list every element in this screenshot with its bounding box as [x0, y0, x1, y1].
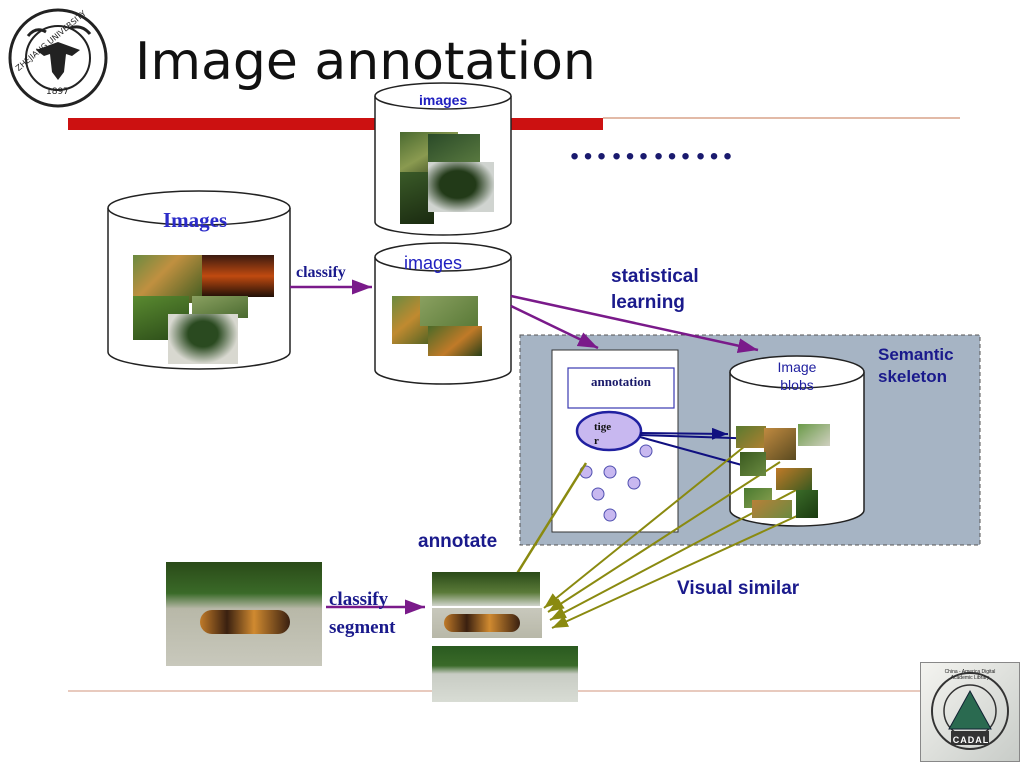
tiger-node [575, 410, 643, 452]
word-node [603, 508, 617, 522]
tiger-node-label: tige r [594, 421, 612, 447]
blob-tiger-5 [776, 468, 812, 490]
image-blobs-cylinder [729, 355, 865, 527]
blob-tiger-1 [736, 426, 766, 448]
photo-bonsai [168, 314, 238, 364]
zhejiang-university-logo: 1897 ZHEJIANG UNIVERSITY [6, 6, 110, 110]
segment-piece-1 [432, 572, 540, 606]
segment-piece-tiger [432, 608, 542, 638]
photo-tigers-grass [133, 255, 203, 303]
learning-arrow-to-annotation [510, 304, 599, 350]
cadal-logo: CADAL China - America Digital Academic L… [920, 662, 1020, 762]
similar-arrow-4 [551, 509, 811, 629]
photo-tigers-mid-3 [428, 326, 482, 356]
similar-arrow-2 [547, 461, 781, 613]
statistical-learning-label: statistical learning [611, 266, 699, 313]
blob-tiger-4 [740, 452, 766, 476]
annotation-box-label: annotation [591, 374, 651, 389]
photo-tigers-mid-2 [420, 296, 478, 326]
tiger-to-blob-arrow-1 [639, 427, 729, 440]
photo-sunset [202, 255, 274, 297]
slide-title: Image annotation [135, 32, 596, 92]
images-top-label: images [419, 92, 468, 108]
classify-edge-label: classify [296, 264, 346, 281]
cadal-emblem-icon [931, 672, 1009, 750]
blob-tiger-7 [752, 500, 792, 518]
cadal-text: CADAL [952, 735, 990, 745]
photo-meadow [192, 296, 248, 318]
blob-tiger-2 [764, 428, 796, 460]
photo-bonsai-top-2 [428, 134, 480, 164]
similar-arrow-1 [543, 441, 751, 609]
annotation-box [567, 367, 675, 409]
word-node [627, 476, 641, 490]
ellipsis-text: ………… [568, 123, 736, 168]
word-nodes [579, 444, 653, 522]
university-year-text: 1897 [46, 87, 69, 97]
segment-piece-3 [432, 646, 578, 702]
photo-bonsai-top-4 [428, 162, 494, 212]
visual-similar-label: Visual similar [677, 578, 800, 599]
learning-arrow-to-blobs [510, 294, 759, 354]
classify-segment-label: classify segment [329, 589, 396, 638]
word-node [591, 487, 605, 501]
image-blobs-label: Image blobs [777, 359, 817, 393]
word-node [603, 465, 617, 479]
annotate-label: annotate [418, 531, 498, 552]
title-red-bar [68, 118, 603, 130]
word-node [639, 444, 653, 458]
images-mid-label: images [404, 253, 463, 273]
photo-tiger-road [166, 562, 322, 666]
cadal-ring-text: China - America Digital Academic Library [944, 669, 996, 681]
blob-tiger-3 [798, 424, 830, 446]
blob-tiger-8 [796, 490, 818, 518]
images-main-label: Images [163, 208, 228, 232]
semantic-skeleton-label: Semantic skeleton [878, 345, 954, 386]
